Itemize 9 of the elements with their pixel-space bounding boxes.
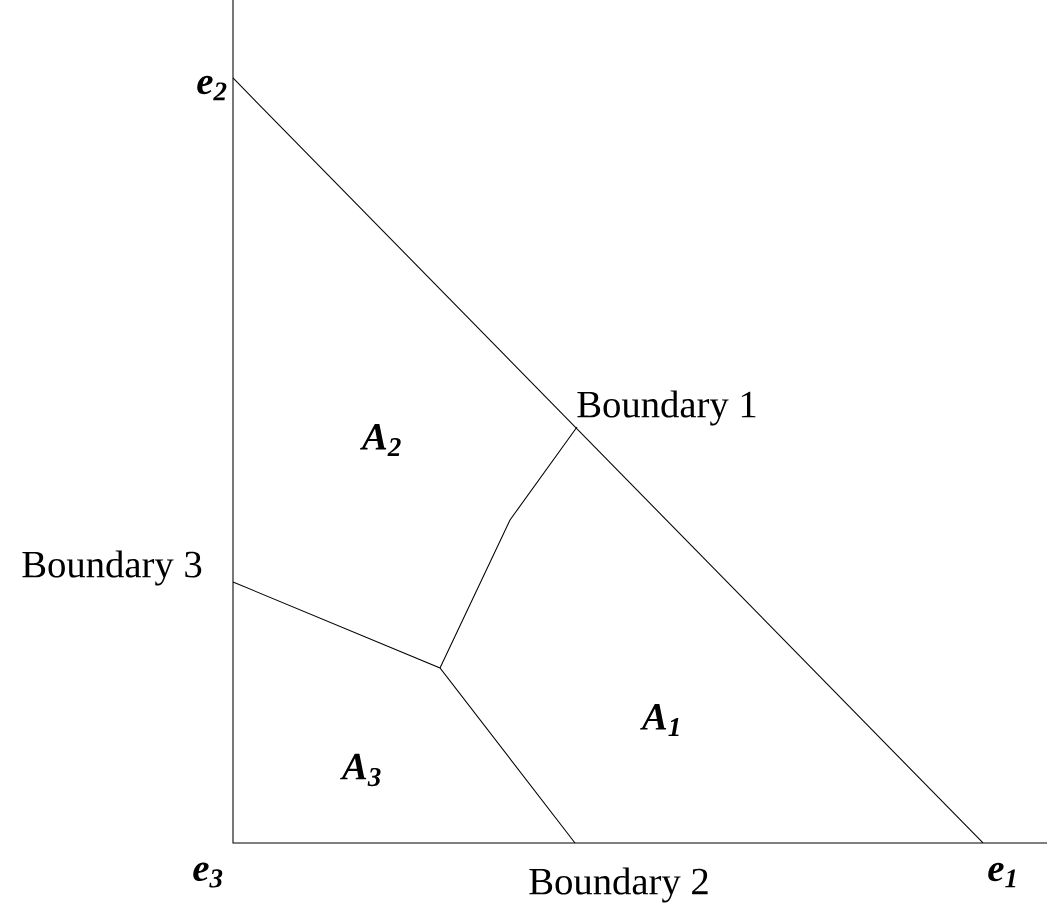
vertex-label: e$_{1}$ — [988, 862, 1016, 888]
region-label: A$_{2}$ — [360, 423, 401, 456]
boundary-label: Boundary 1 — [577, 390, 756, 426]
region-label: A$_{1}$ — [640, 704, 679, 736]
boundary-label: Boundary 3 — [22, 550, 202, 586]
boundary-label: Boundary 2 — [529, 867, 708, 903]
vertex-label: e$_{2}$ — [197, 75, 227, 101]
region-label: A$_{3}$ — [340, 753, 381, 787]
vertex-label: e$_{3}$ — [193, 862, 223, 888]
